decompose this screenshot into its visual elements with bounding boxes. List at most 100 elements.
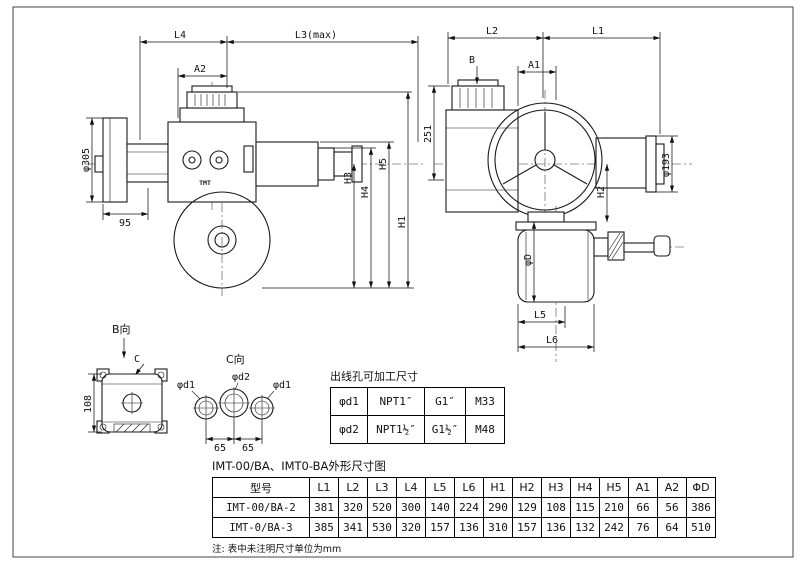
column-header: A2 (657, 477, 687, 498)
dim-label-h1: H1 (397, 216, 408, 228)
side-housing (445, 109, 519, 213)
front-main-body (167, 121, 257, 203)
column-header: ΦD (686, 477, 716, 498)
table-cell: 385 (309, 517, 339, 538)
dim-label-a1: A1 (528, 60, 540, 71)
table-row: IMT-0/BA-3 385 341 530 320 157 136 310 1… (212, 517, 716, 538)
column-header: L6 (454, 477, 484, 498)
table-cell: 510 (686, 517, 716, 538)
table-cell: 320 (338, 497, 368, 518)
dim-label-108: 108 (83, 395, 94, 413)
outlet-table: φd1 NPT1″ G1″ M33 φd2 NPT1½″ G1½″ M48 (330, 387, 505, 444)
dim-label-l1: L1 (592, 26, 604, 37)
side-lower-body (517, 229, 595, 303)
column-header: A1 (628, 477, 658, 498)
column-header: L2 (338, 477, 368, 498)
dim-label-l5: L5 (534, 310, 546, 321)
table-cell: 129 (512, 497, 542, 518)
dim-label-95: 95 (119, 218, 131, 229)
column-header: L4 (396, 477, 426, 498)
table-cell: φd1 (330, 387, 368, 416)
table-cell: 210 (599, 497, 629, 518)
column-header: H3 (541, 477, 571, 498)
view-label-c: C (134, 354, 140, 365)
table-row: φd1 NPT1″ G1″ M33 (330, 387, 505, 416)
table-cell: 290 (483, 497, 513, 518)
front-view: TMT L4 L3(max) A2 φ305 95 (81, 30, 424, 296)
table-cell: 157 (425, 517, 455, 538)
view-label-c-dir: C向 (226, 352, 245, 366)
column-header: L5 (425, 477, 455, 498)
table-cell: G1½″ (424, 415, 466, 444)
dim-label-l2: L2 (486, 26, 498, 37)
sheet-border (12, 6, 794, 558)
dim-label-phiD: φD (523, 254, 534, 266)
table-cell: G1″ (424, 387, 466, 416)
dim-label-h3: H3 (343, 172, 354, 184)
dim-label-65-left: 65 (214, 443, 226, 454)
column-header: H5 (599, 477, 629, 498)
column-header: H2 (512, 477, 542, 498)
column-header: L1 (309, 477, 339, 498)
side-cylinder (595, 137, 647, 189)
table-cell: 66 (628, 497, 658, 518)
table-cell: 64 (657, 517, 687, 538)
table-cell: 136 (541, 517, 571, 538)
table-cell: 140 (425, 497, 455, 518)
dim-label-h2: H2 (596, 186, 607, 198)
dimension-table: 型号 L1 L2 L3 L4 L5 L6 H1 H2 H3 H4 H5 A1 A… (212, 477, 716, 538)
side-view: L2 L1 B A1 251 φ193 H2 φD L5 L6 (423, 26, 692, 362)
dim-label-phi305: φ305 (81, 148, 92, 172)
front-handwheel (173, 191, 271, 289)
table-cell: 320 (396, 517, 426, 538)
table-row: φd2 NPT1½″ G1½″ M48 (330, 415, 505, 444)
table-cell: 56 (657, 497, 687, 518)
dim-label-251: 251 (423, 125, 434, 143)
table-cell: 530 (367, 517, 397, 538)
dim-label-l3max: L3(max) (295, 30, 337, 41)
table-cell: IMT-0/BA-3 (212, 517, 310, 538)
dim-label-phid2: φd2 (232, 372, 250, 383)
column-header: L3 (367, 477, 397, 498)
front-motor-base (179, 107, 245, 123)
table-cell: 132 (570, 517, 600, 538)
table-cell: IMT-00/BA-2 (212, 497, 310, 518)
dim-label-phid1-left: φd1 (177, 380, 195, 391)
detail-views: B向 C 108 C向 (83, 322, 291, 454)
front-mounting-flange (102, 117, 128, 203)
table-cell: 224 (454, 497, 484, 518)
front-knob-left (182, 150, 202, 170)
dim-label-h5: H5 (378, 158, 389, 170)
front-cylinder (255, 141, 319, 187)
dim-label-65-right: 65 (242, 443, 254, 454)
dim-label-l6: L6 (546, 335, 558, 346)
table-row: IMT-00/BA-2 381 320 520 300 140 224 290 … (212, 497, 716, 518)
table-cell: NPT1½″ (367, 415, 425, 444)
column-header: 型号 (212, 477, 310, 498)
view-arrow-label-b: B (469, 55, 475, 66)
table-cell: 242 (599, 517, 629, 538)
table-cell: 76 (628, 517, 658, 538)
dim-label-h4: H4 (360, 186, 371, 198)
front-knob-right (209, 150, 229, 170)
view-arrow-c (134, 363, 145, 376)
table-cell: M33 (465, 387, 505, 416)
column-header: H4 (570, 477, 600, 498)
table-cell: 115 (570, 497, 600, 518)
outlet-table-title: 出线孔可加工尺寸 (330, 370, 418, 383)
table-cell: 386 (686, 497, 716, 518)
table-cell: 136 (454, 517, 484, 538)
side-override-knob (653, 235, 671, 257)
dim-label-l4: L4 (174, 30, 186, 41)
front-terminal-cover (186, 91, 238, 109)
table-header-row: 型号 L1 L2 L3 L4 L5 L6 H1 H2 H3 H4 H5 A1 A… (212, 477, 716, 498)
table-cell: 381 (309, 497, 339, 518)
view-label-b-dir: B向 (112, 322, 131, 336)
dimension-table-caption: IMT-00/BA、IMT0-BA外形尺寸图 (212, 459, 386, 473)
table-cell: NPT1″ (367, 387, 425, 416)
front-neck (126, 143, 169, 183)
column-header: H1 (483, 477, 513, 498)
table-cell: 341 (338, 517, 368, 538)
